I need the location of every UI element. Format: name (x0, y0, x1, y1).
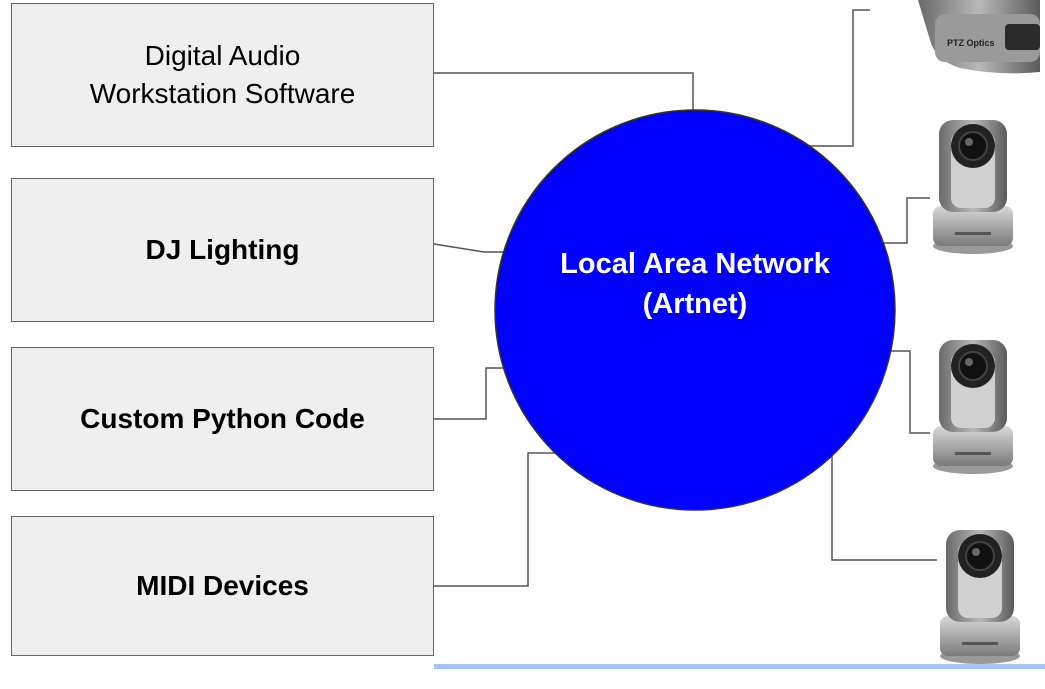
ptz-camera-4 (939, 529, 1021, 665)
midi-devices-box: MIDI Devices (11, 516, 434, 656)
bottom-accent-line (434, 664, 1045, 669)
midi-devices-label: MIDI Devices (136, 570, 309, 601)
network-label: Local Area Network (Artnet) (560, 248, 830, 320)
camera-brand-label: PTZ Optics (947, 38, 995, 48)
network-circle (494, 109, 896, 511)
ptz-camera-top: PTZ Optics (918, 0, 1040, 74)
python-code-box: Custom Python Code (11, 347, 434, 491)
daw-connector (434, 72, 694, 118)
dj-lighting-label: DJ Lighting (145, 234, 300, 265)
ptz-camera-3 (932, 339, 1014, 475)
dj-lighting-box: DJ Lighting (11, 178, 434, 322)
daw-label: Digital Audio Workstation Software (89, 40, 356, 109)
ptz-camera-2 (932, 119, 1014, 255)
camera4-connector (831, 440, 937, 561)
daw-box: Digital Audio Workstation Software (11, 3, 434, 147)
camera1-connector (768, 9, 870, 147)
python-code-label: Custom Python Code (80, 403, 365, 434)
